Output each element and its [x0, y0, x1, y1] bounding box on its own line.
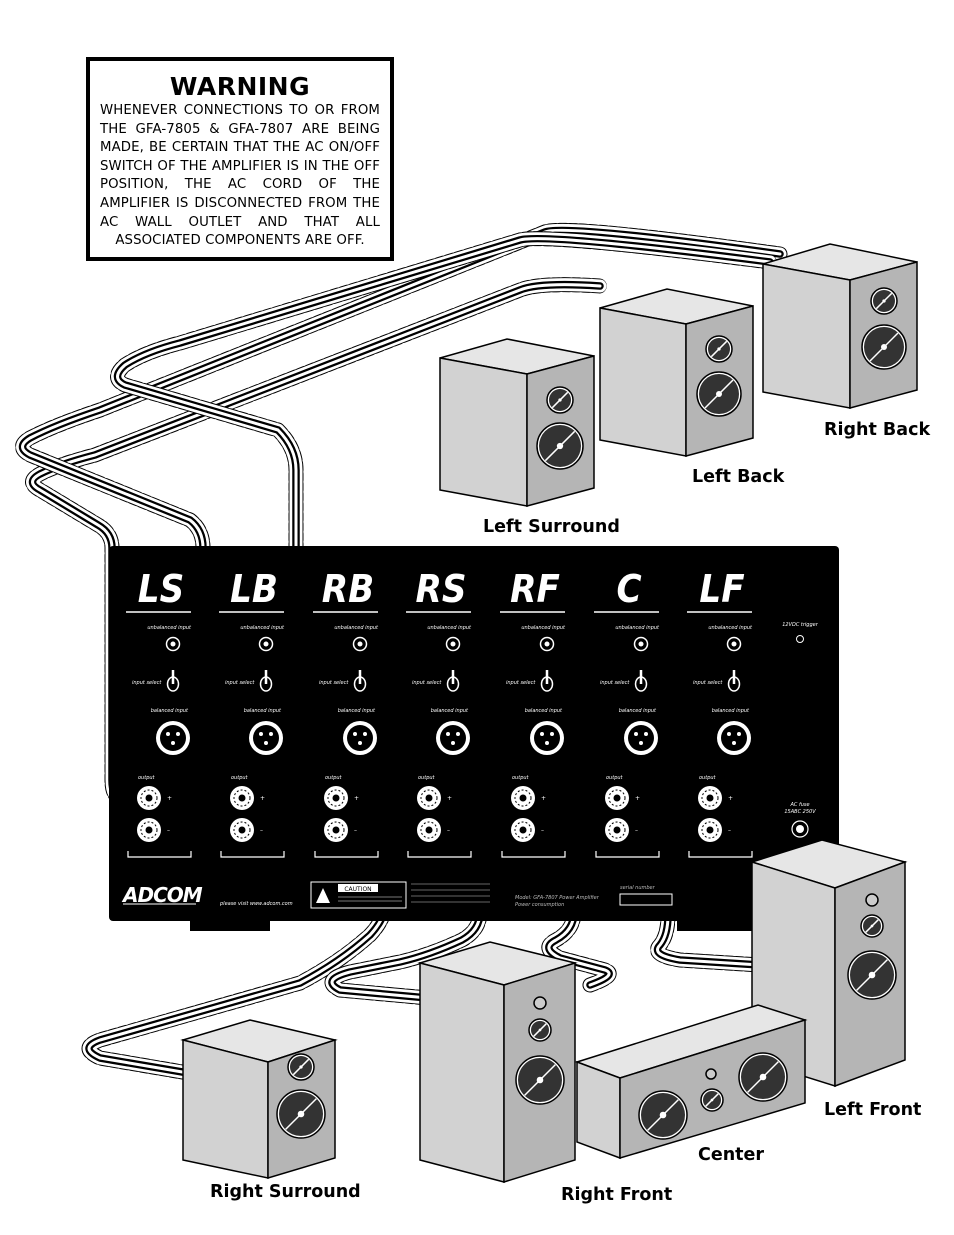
- rca-jack[interactable]: [539, 636, 555, 652]
- unbalanced-input-label: unbalanced input: [708, 625, 753, 631]
- polarity-mark: –: [541, 827, 544, 834]
- port-icon: [865, 893, 879, 907]
- speaker-left-back: [599, 288, 754, 457]
- polarity-mark: –: [354, 827, 357, 834]
- channel-label: C: [616, 567, 641, 611]
- serial-label: serial number: [620, 885, 656, 891]
- fuse-label-1: AC fuse: [789, 802, 809, 808]
- model-text: Model: GFA-7807 Power Amplifier: [515, 895, 600, 901]
- input-select-label: input select: [412, 680, 442, 686]
- polarity-mark: +: [354, 795, 359, 802]
- speaker-center: [574, 1004, 808, 1160]
- channel-label: RF: [510, 567, 560, 611]
- unbalanced-input-label: unbalanced input: [334, 625, 379, 631]
- channel-rb: RB unbalanced input input select balanced i…: [313, 567, 379, 858]
- label-right-front: Right Front: [561, 1185, 673, 1205]
- polarity-mark: +: [167, 795, 172, 802]
- input-select-label: input select: [693, 680, 723, 686]
- channel-label: RS: [416, 567, 467, 611]
- speakers: [180, 243, 918, 1184]
- balanced-input-label: balanced input: [244, 708, 282, 714]
- rca-jack[interactable]: [633, 636, 649, 652]
- channel-label: LF: [699, 567, 744, 611]
- power-text: Power consumption: [515, 902, 564, 908]
- serial-box: [619, 893, 673, 906]
- channel-ls: LS unbalanced input input select balanced i…: [126, 567, 192, 858]
- channel-lb: LB unbalanced input input select balanced i…: [219, 567, 285, 858]
- output-label: output: [512, 775, 530, 781]
- input-select-label: input select: [506, 680, 536, 686]
- channel-rf: RF unbalanced input input select balanced i…: [500, 567, 566, 858]
- balanced-input-label: balanced input: [619, 708, 657, 714]
- channel-label: RB: [322, 567, 374, 611]
- port-icon: [533, 996, 547, 1010]
- polarity-mark: +: [447, 795, 452, 802]
- output-label: output: [231, 775, 249, 781]
- output-label: output: [138, 775, 156, 781]
- rca-jack[interactable]: [165, 636, 181, 652]
- channel-lf: LF unbalanced input input select balanced i…: [687, 567, 753, 858]
- caution-label: CAUTION: [344, 886, 371, 893]
- unbalanced-input-label: unbalanced input: [427, 625, 472, 631]
- amplifier-rear-panel: LS unbalanced input input select balanced i…: [109, 546, 839, 931]
- rca-jack[interactable]: [352, 636, 368, 652]
- channel-rs: RS unbalanced input input select balanced i…: [406, 567, 472, 858]
- speaker-right-surround: [180, 1019, 338, 1180]
- balanced-input-label: balanced input: [338, 708, 376, 714]
- polarity-mark: –: [635, 827, 638, 834]
- rca-jack[interactable]: [726, 636, 742, 652]
- polarity-mark: +: [728, 795, 733, 802]
- label-left-front: Left Front: [824, 1100, 922, 1120]
- input-select-label: input select: [600, 680, 630, 686]
- speaker-right-front: [417, 941, 578, 1184]
- balanced-input-label: balanced input: [525, 708, 563, 714]
- speaker-right-back: [762, 243, 918, 409]
- unbalanced-input-label: unbalanced input: [240, 625, 285, 631]
- unbalanced-input-label: unbalanced input: [615, 625, 660, 631]
- unbalanced-input-label: unbalanced input: [147, 625, 192, 631]
- polarity-mark: –: [167, 827, 170, 834]
- input-select-label: input select: [319, 680, 349, 686]
- unbalanced-input-label: unbalanced input: [521, 625, 566, 631]
- output-label: output: [418, 775, 436, 781]
- channel-label: LS: [138, 567, 184, 611]
- output-label: output: [606, 775, 624, 781]
- fuse-cap-icon: [796, 825, 804, 833]
- balanced-input-label: balanced input: [712, 708, 750, 714]
- polarity-mark: +: [541, 795, 546, 802]
- label-left-back: Left Back: [692, 467, 785, 487]
- input-select-label: input select: [225, 680, 255, 686]
- balanced-input-label: balanced input: [151, 708, 189, 714]
- warning-triangle-icon: [316, 888, 330, 903]
- warning-box: WARNING WHENEVER CONNECTIONS TO OR FROM …: [86, 57, 394, 261]
- channel-label: LB: [230, 567, 278, 611]
- output-label: output: [325, 775, 343, 781]
- polarity-mark: +: [260, 795, 265, 802]
- trigger-label: 12VDC trigger: [782, 622, 819, 628]
- label-right-surround: Right Surround: [210, 1182, 361, 1202]
- polarity-mark: –: [447, 827, 450, 834]
- speaker-left-surround: [439, 338, 595, 507]
- fuse-holder[interactable]: [791, 820, 809, 838]
- port-icon: [705, 1068, 717, 1080]
- polarity-mark: –: [728, 827, 731, 834]
- input-select-label: input select: [132, 680, 162, 686]
- trigger-jack[interactable]: [796, 635, 804, 643]
- website-text: please visit www.adcom.com: [219, 901, 293, 907]
- brand-logo: ADCOM: [121, 883, 203, 907]
- polarity-mark: –: [260, 827, 263, 834]
- label-center: Center: [698, 1145, 765, 1165]
- polarity-mark: +: [635, 795, 640, 802]
- label-left-surround: Left Surround: [483, 517, 620, 537]
- label-right-back: Right Back: [824, 420, 931, 440]
- balanced-input-label: balanced input: [431, 708, 469, 714]
- fuse-label-2: 15ABC 250V: [784, 809, 816, 815]
- rca-jack[interactable]: [445, 636, 461, 652]
- output-label: output: [699, 775, 717, 781]
- warning-text: WHENEVER CONNECTIONS TO OR FROM THE GFA-…: [100, 103, 380, 249]
- warning-title: WARNING: [169, 72, 311, 101]
- rca-jack[interactable]: [258, 636, 274, 652]
